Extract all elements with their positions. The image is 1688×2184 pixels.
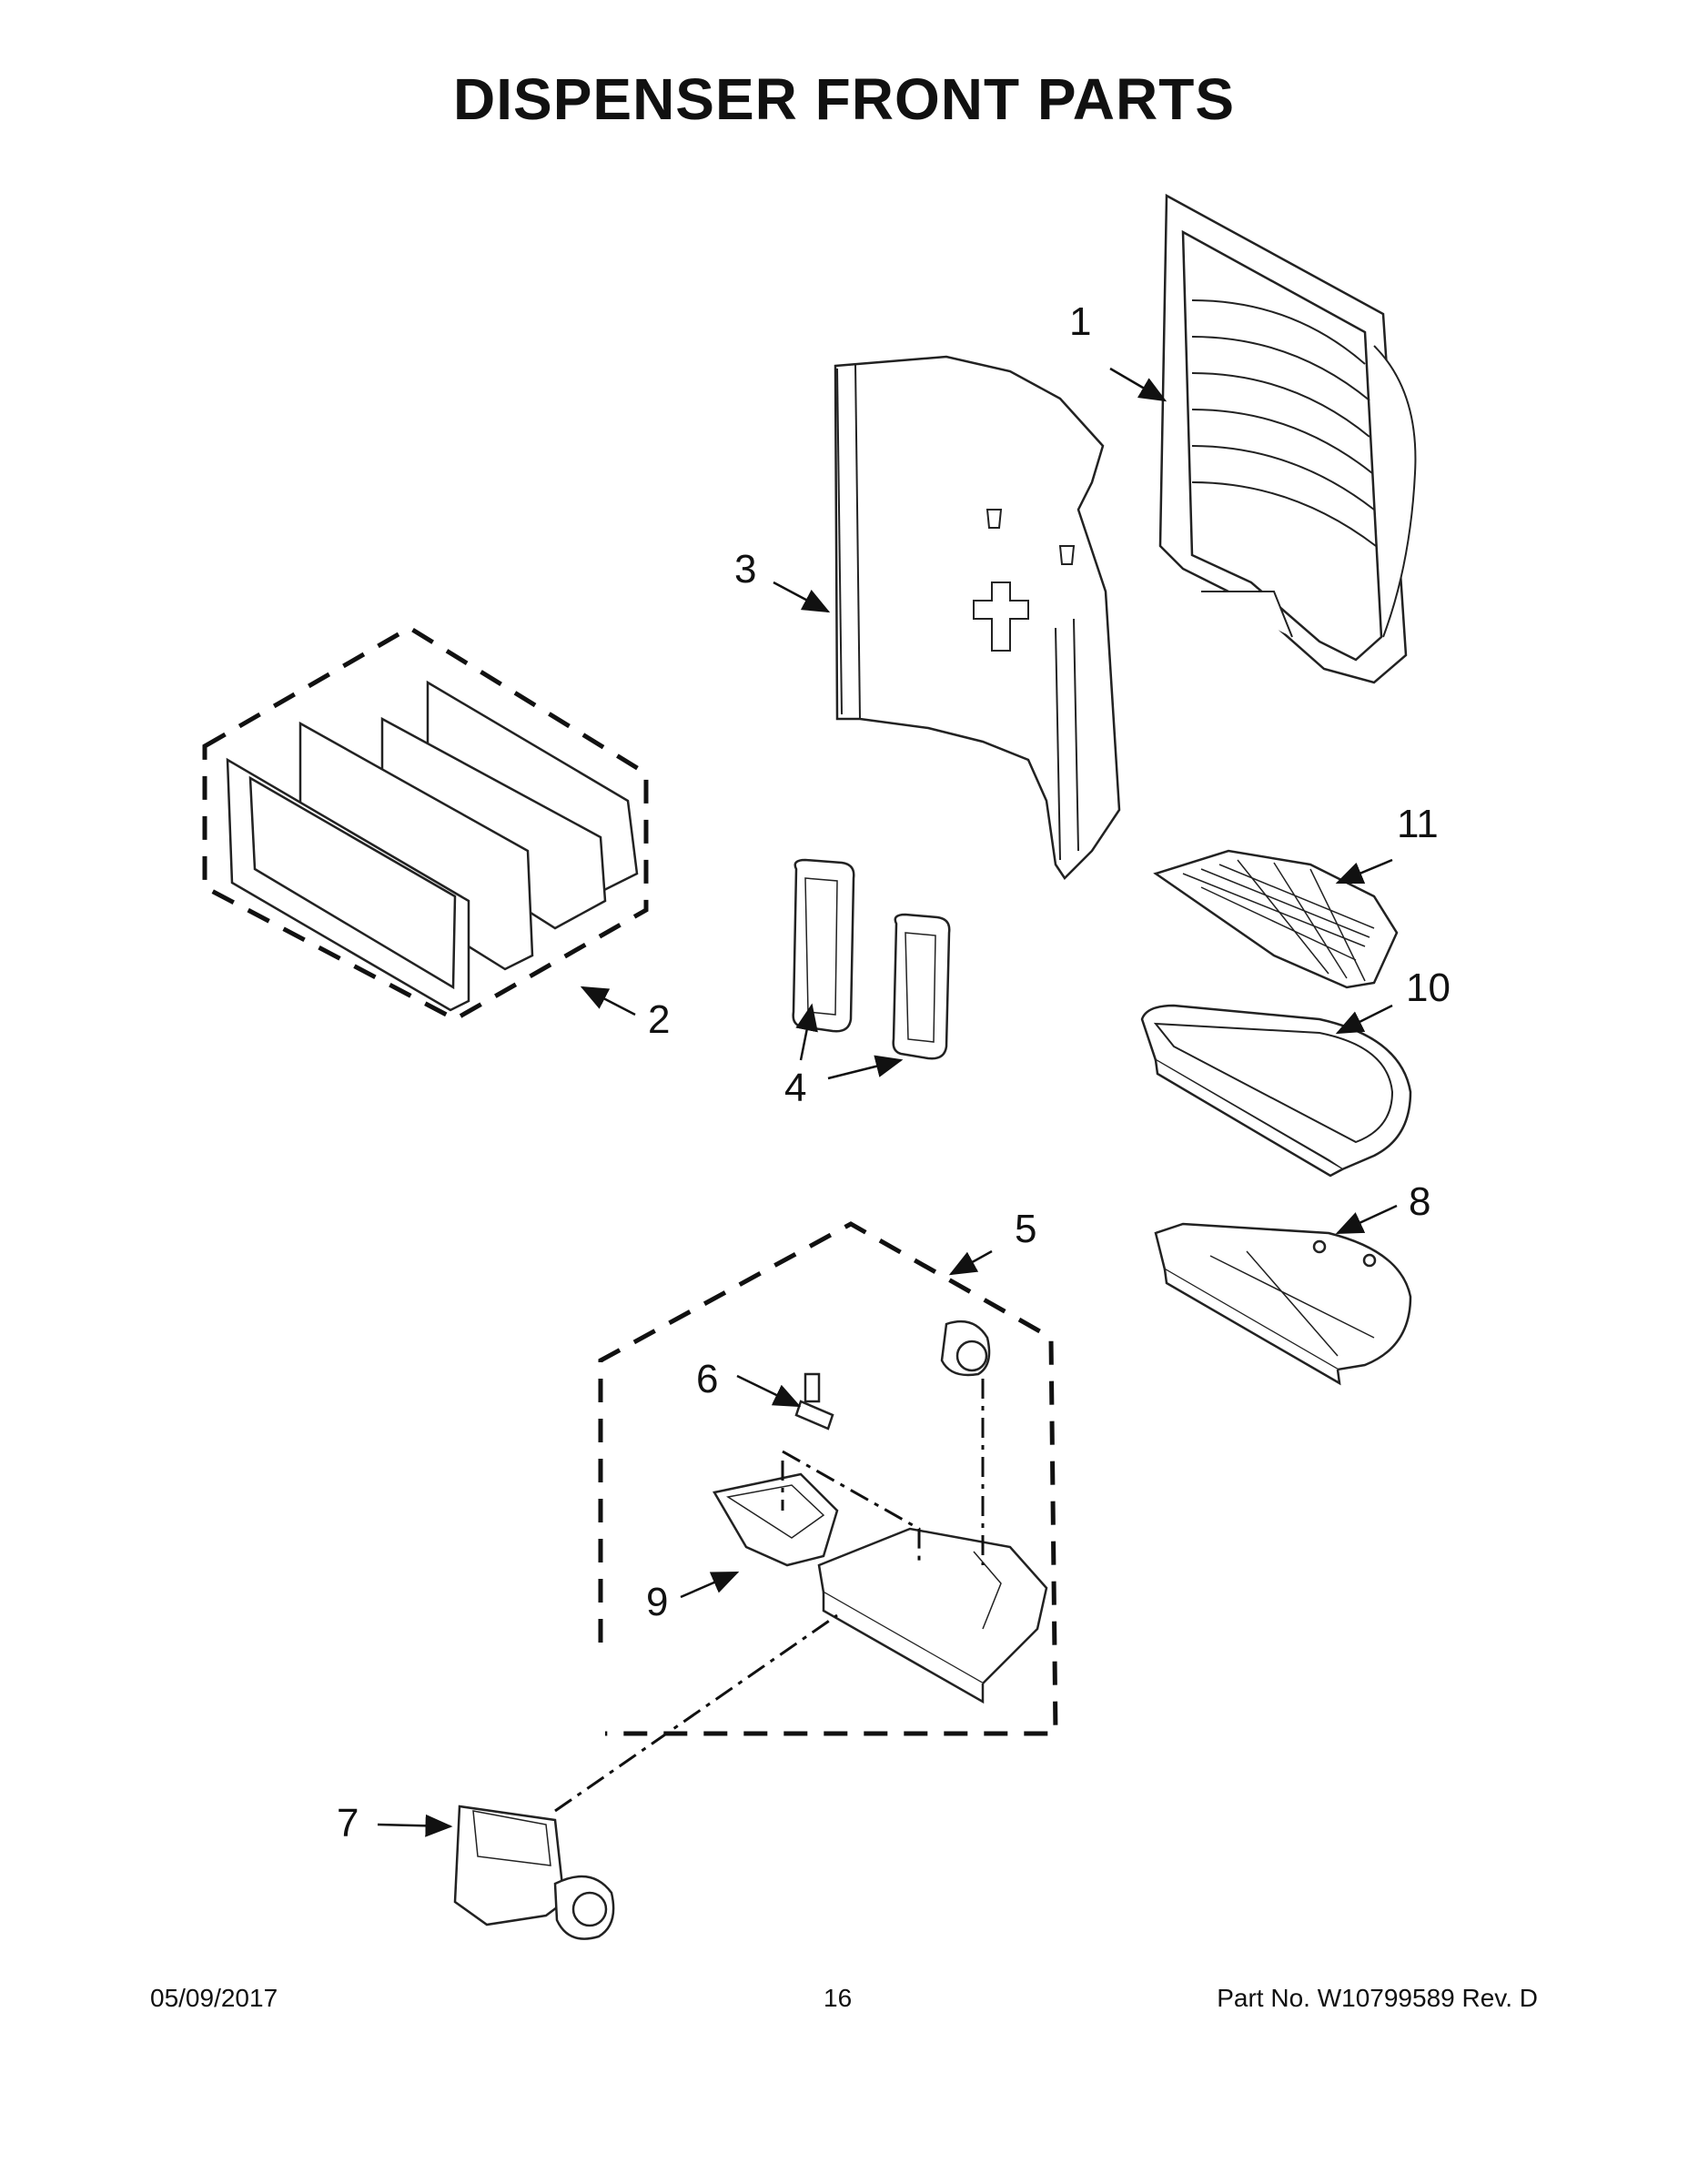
- part-8-tray-base: [1154, 1222, 1412, 1386]
- callout-11: 11: [1397, 802, 1439, 846]
- callout-1: 1: [1069, 299, 1091, 344]
- callout-5: 5: [1015, 1207, 1036, 1251]
- callout-9: 9: [646, 1580, 668, 1624]
- part-4-pads: [792, 858, 951, 1060]
- footer-page-number: 16: [824, 1984, 853, 2012]
- callout-10: 10: [1406, 966, 1450, 1010]
- leader-arrows: [377, 367, 1398, 1837]
- part-2-control-panel-assembly: [202, 625, 649, 1022]
- callout-8: 8: [1409, 1179, 1430, 1224]
- page-title: DISPENSER FRONT PARTS: [453, 66, 1235, 132]
- connector-line-7: [554, 1613, 838, 1813]
- part-3-dispenser-liner: [834, 355, 1121, 880]
- callout-2: 2: [648, 997, 670, 1042]
- callout-3: 3: [734, 547, 756, 592]
- part-11-grille: [1153, 849, 1399, 989]
- callout-6: 6: [696, 1357, 718, 1401]
- callout-4: 4: [784, 1066, 806, 1110]
- part-7-actuator: [453, 1805, 615, 1940]
- part-5-dispenser-assembly: [598, 1221, 1058, 1736]
- footer-part-number: Part No. W10799589 Rev. D: [1217, 1984, 1538, 2012]
- part-10-drip-tray: [1140, 1004, 1412, 1178]
- callout-7: 7: [337, 1801, 359, 1845]
- footer-date: 05/09/2017: [150, 1984, 278, 2012]
- part-1-dispenser-housing: [1158, 193, 1417, 684]
